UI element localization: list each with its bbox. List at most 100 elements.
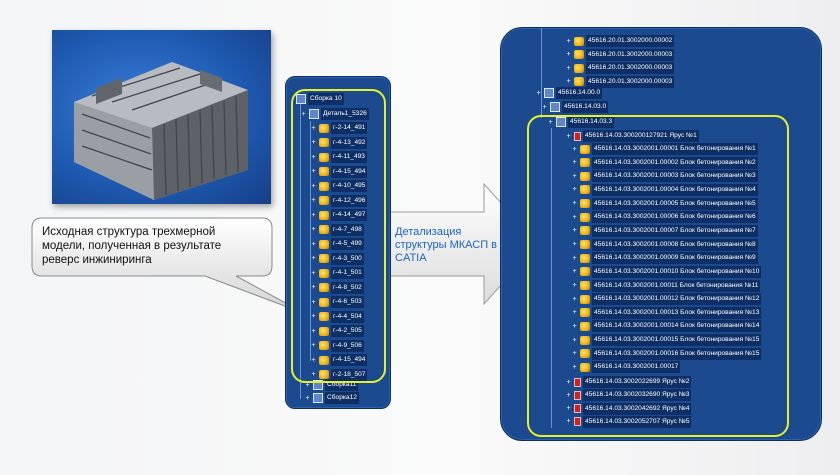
expand-icon[interactable]: + xyxy=(311,298,316,306)
expand-icon[interactable]: + xyxy=(566,78,571,85)
tree-node-block[interactable]: +45616.14.03.3002001.00003 Блок бетониро… xyxy=(571,170,758,183)
tree-node-tier[interactable]: +45616.14.03.3002042692 Ярус №4 xyxy=(565,402,692,415)
expand-icon[interactable]: + xyxy=(566,391,571,399)
expand-icon[interactable]: + xyxy=(572,363,577,371)
tree-node-part[interactable]: +г-4-14_497 xyxy=(310,209,368,221)
tree-node-block[interactable]: +45616.14.03.3002001.00016 Блок бетониро… xyxy=(571,347,762,360)
tree-node-detail[interactable]: +Деталь1_5326 xyxy=(300,108,369,120)
tree-node-part[interactable]: +г-4-1_501 xyxy=(310,267,364,279)
expand-icon[interactable]: + xyxy=(572,295,577,303)
expand-icon[interactable]: + xyxy=(305,394,310,402)
tree-node-block[interactable]: +45616.14.03.3002001.00001 Блок бетониро… xyxy=(571,143,758,155)
expand-icon[interactable]: + xyxy=(572,241,577,249)
expand-icon[interactable]: + xyxy=(572,227,577,235)
expand-icon[interactable]: + xyxy=(311,153,316,161)
expand-icon[interactable]: + xyxy=(566,418,571,426)
expand-icon[interactable]: + xyxy=(566,378,571,386)
expand-icon[interactable]: + xyxy=(572,213,577,221)
expand-icon[interactable]: + xyxy=(311,226,316,233)
expand-icon[interactable]: + xyxy=(572,282,577,289)
tree-node-part[interactable]: +г-4-11_493 xyxy=(310,151,367,163)
tree-node-part[interactable]: +г-4-15_494 xyxy=(310,165,368,178)
expand-icon[interactable]: + xyxy=(572,309,577,317)
tree-node-part[interactable]: +г-4-8_502 xyxy=(310,281,364,294)
tree-node-assembly[interactable]: +45616.14.00.0 xyxy=(535,87,603,99)
expand-icon[interactable]: + xyxy=(311,255,316,262)
tree-node-block[interactable]: +45616.14.03.3002001.00007 Блок бетониро… xyxy=(571,224,758,237)
tree-node-block[interactable]: +45616.14.03.3002001.00017 xyxy=(571,361,681,374)
expand-icon[interactable]: + xyxy=(572,159,577,167)
expand-icon[interactable]: + xyxy=(311,313,316,320)
tree-node-block[interactable]: +45616.14.03.3002001.00008 Блок бетониро… xyxy=(571,238,758,251)
expand-icon[interactable]: + xyxy=(572,186,577,194)
tree-node-tier[interactable]: +45616.14.03.3002052707 Ярус №5 xyxy=(565,415,692,428)
expand-icon[interactable]: + xyxy=(572,145,577,153)
tree-node-part[interactable]: +г-4-6_503 xyxy=(310,296,364,308)
expand-icon[interactable]: + xyxy=(301,110,306,118)
tree-node-part[interactable]: +45616.20.01.3002000.00003 xyxy=(565,48,675,61)
expand-icon[interactable]: + xyxy=(311,371,316,378)
tree-node-part[interactable]: +г-4-3_500 xyxy=(310,252,364,265)
expand-icon[interactable]: + xyxy=(311,240,316,248)
tree-node-block[interactable]: +45616.14.03.3002001.00012 Блок бетониро… xyxy=(571,293,762,306)
expand-icon[interactable]: + xyxy=(572,268,577,276)
tree-node-part[interactable]: +г-4-9_506 xyxy=(310,339,364,352)
tree-node-part[interactable]: +г-2-18_507 xyxy=(310,368,368,381)
tree-node-block[interactable]: +45616.14.03.3002001.00014 Блок бетониро… xyxy=(571,320,762,333)
tree-node-tier[interactable]: +45616.14.03.3002032690 Ярус №3 xyxy=(565,389,692,402)
expand-icon[interactable]: + xyxy=(311,327,316,335)
expand-icon[interactable]: + xyxy=(542,103,547,111)
expand-icon[interactable]: + xyxy=(536,89,541,97)
tree-node-part[interactable]: +г-4-7_498 xyxy=(310,223,364,236)
tree-node-part[interactable]: +г-4-4_504 xyxy=(310,310,364,323)
tree-node-part[interactable]: +г-4-15_494 xyxy=(310,354,368,366)
tree-node-part[interactable]: +45616.20.01.3002000.00002 xyxy=(565,35,675,47)
tree-node-part[interactable]: +г-4-13_492 xyxy=(310,136,368,149)
expand-icon[interactable]: + xyxy=(311,342,316,349)
expand-icon[interactable]: + xyxy=(572,200,577,208)
expand-icon[interactable]: + xyxy=(572,172,577,180)
expand-icon[interactable]: + xyxy=(572,322,577,330)
tree-node-block[interactable]: +45616.14.03.3002001.00006 Блок бетониро… xyxy=(571,211,758,224)
tree-node-assembly[interactable]: +Сборка12 xyxy=(304,392,359,404)
tree-node-part[interactable]: +г-4-2_505 xyxy=(310,325,364,337)
tree-node-block[interactable]: +45616.14.03.3002001.00005 Блок бетониро… xyxy=(571,197,758,210)
tree-node-block[interactable]: +45616.14.03.3002001.00011 Блок бетониро… xyxy=(571,279,761,292)
expand-icon[interactable]: + xyxy=(311,182,316,190)
tree-node-block[interactable]: +45616.14.03.3002001.00004 Блок бетониро… xyxy=(571,183,758,196)
expand-icon[interactable]: + xyxy=(566,51,571,58)
tree-node-part[interactable]: +г-2-14_491 xyxy=(310,122,368,134)
tree-node-block[interactable]: +45616.14.03.3002001.00009 Блок бетониро… xyxy=(571,252,758,265)
tree-node-part[interactable]: +г-4-10_495 xyxy=(310,180,368,192)
tree-node-tier[interactable]: +45616.14.03.300200127921 Ярус №1 xyxy=(565,130,699,142)
tree-node-block[interactable]: +45616.14.03.3002001.00013 Блок бетониро… xyxy=(571,306,762,319)
expand-icon[interactable]: + xyxy=(566,64,571,72)
expand-icon[interactable]: + xyxy=(566,405,571,413)
expand-icon[interactable]: + xyxy=(311,269,316,277)
tree-node-part[interactable]: +45616.20.01.3002000.00003 xyxy=(565,75,675,88)
expand-icon[interactable]: + xyxy=(311,211,316,219)
expand-icon[interactable]: + xyxy=(311,356,316,364)
tree-node-part[interactable]: +45616.20.01.3002000.00003 xyxy=(565,62,675,74)
tree-node-assembly[interactable]: +45616.14.03.0 xyxy=(541,101,609,113)
tree-node-part[interactable]: +г-4-12_496 xyxy=(310,194,368,207)
expand-icon[interactable]: + xyxy=(566,37,571,45)
tree-node-block[interactable]: +45616.14.03.3002001.00015 Блок бетониро… xyxy=(571,334,762,347)
expand-icon[interactable]: + xyxy=(311,284,316,291)
expand-icon[interactable]: + xyxy=(572,254,577,262)
tree-node-block[interactable]: +45616.14.03.3002001.00002 Блок бетониро… xyxy=(571,156,758,169)
expand-icon[interactable]: + xyxy=(572,336,577,344)
expand-icon[interactable]: + xyxy=(311,124,316,132)
expand-icon[interactable]: + xyxy=(311,168,316,175)
tree-node-tier[interactable]: +45616.14.03.3002022699 Ярус №2 xyxy=(565,376,692,388)
tree-node-part[interactable]: +г-4-5_499 xyxy=(310,238,364,250)
expand-icon[interactable]: + xyxy=(311,139,316,146)
expand-icon[interactable]: + xyxy=(566,132,571,140)
tree-node-label: 45616.14.03.3002001.00014 Блок бетониров… xyxy=(592,320,762,333)
expand-icon[interactable]: + xyxy=(311,197,316,204)
tree-node-block[interactable]: +45616.14.03.3002001.00010 Блок бетониро… xyxy=(571,265,762,278)
expand-icon[interactable]: + xyxy=(305,381,310,389)
expand-icon[interactable]: + xyxy=(548,118,553,126)
tree-node-assembly[interactable]: +45616.14.03.3 xyxy=(547,116,615,128)
expand-icon[interactable]: + xyxy=(572,350,577,358)
